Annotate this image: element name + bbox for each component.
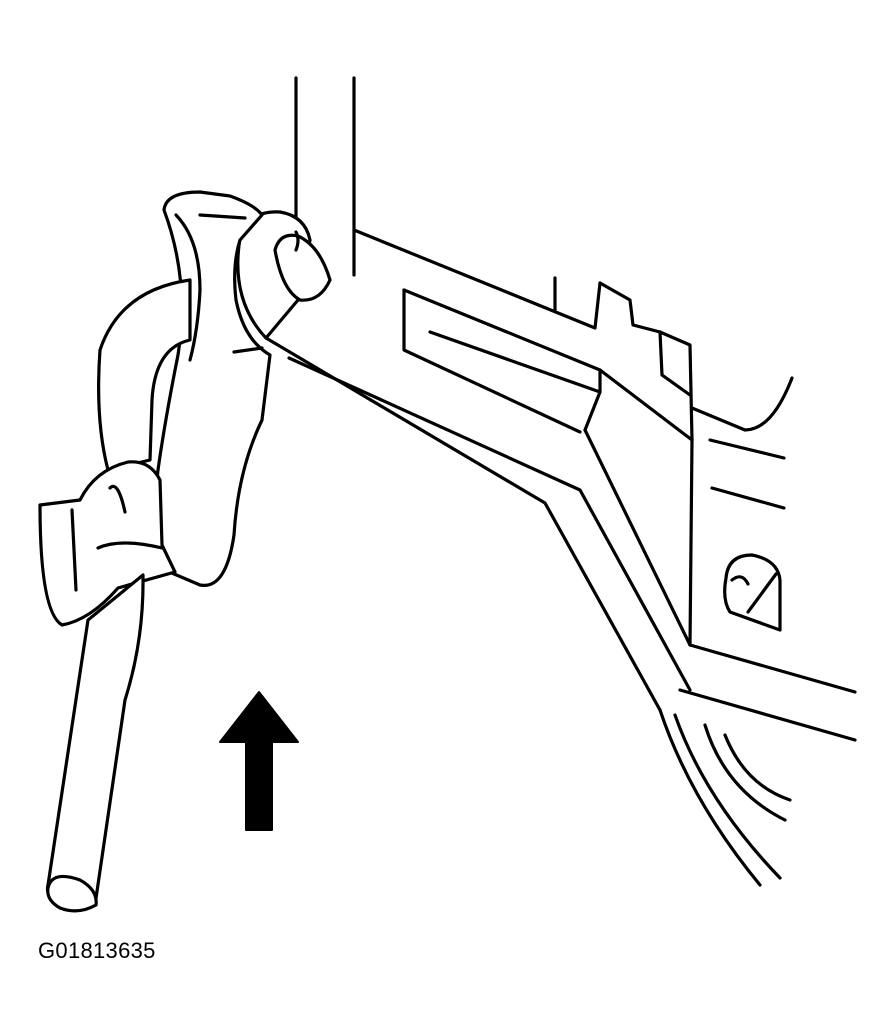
vertical-rod (294, 76, 356, 277)
rod-eye-loop (236, 210, 332, 340)
cable-fitting (38, 278, 192, 913)
figure-id-label: G01813635 (38, 938, 156, 963)
bent-tube (264, 336, 792, 887)
bracket-plate (352, 228, 857, 742)
up-arrow-icon (219, 691, 299, 831)
